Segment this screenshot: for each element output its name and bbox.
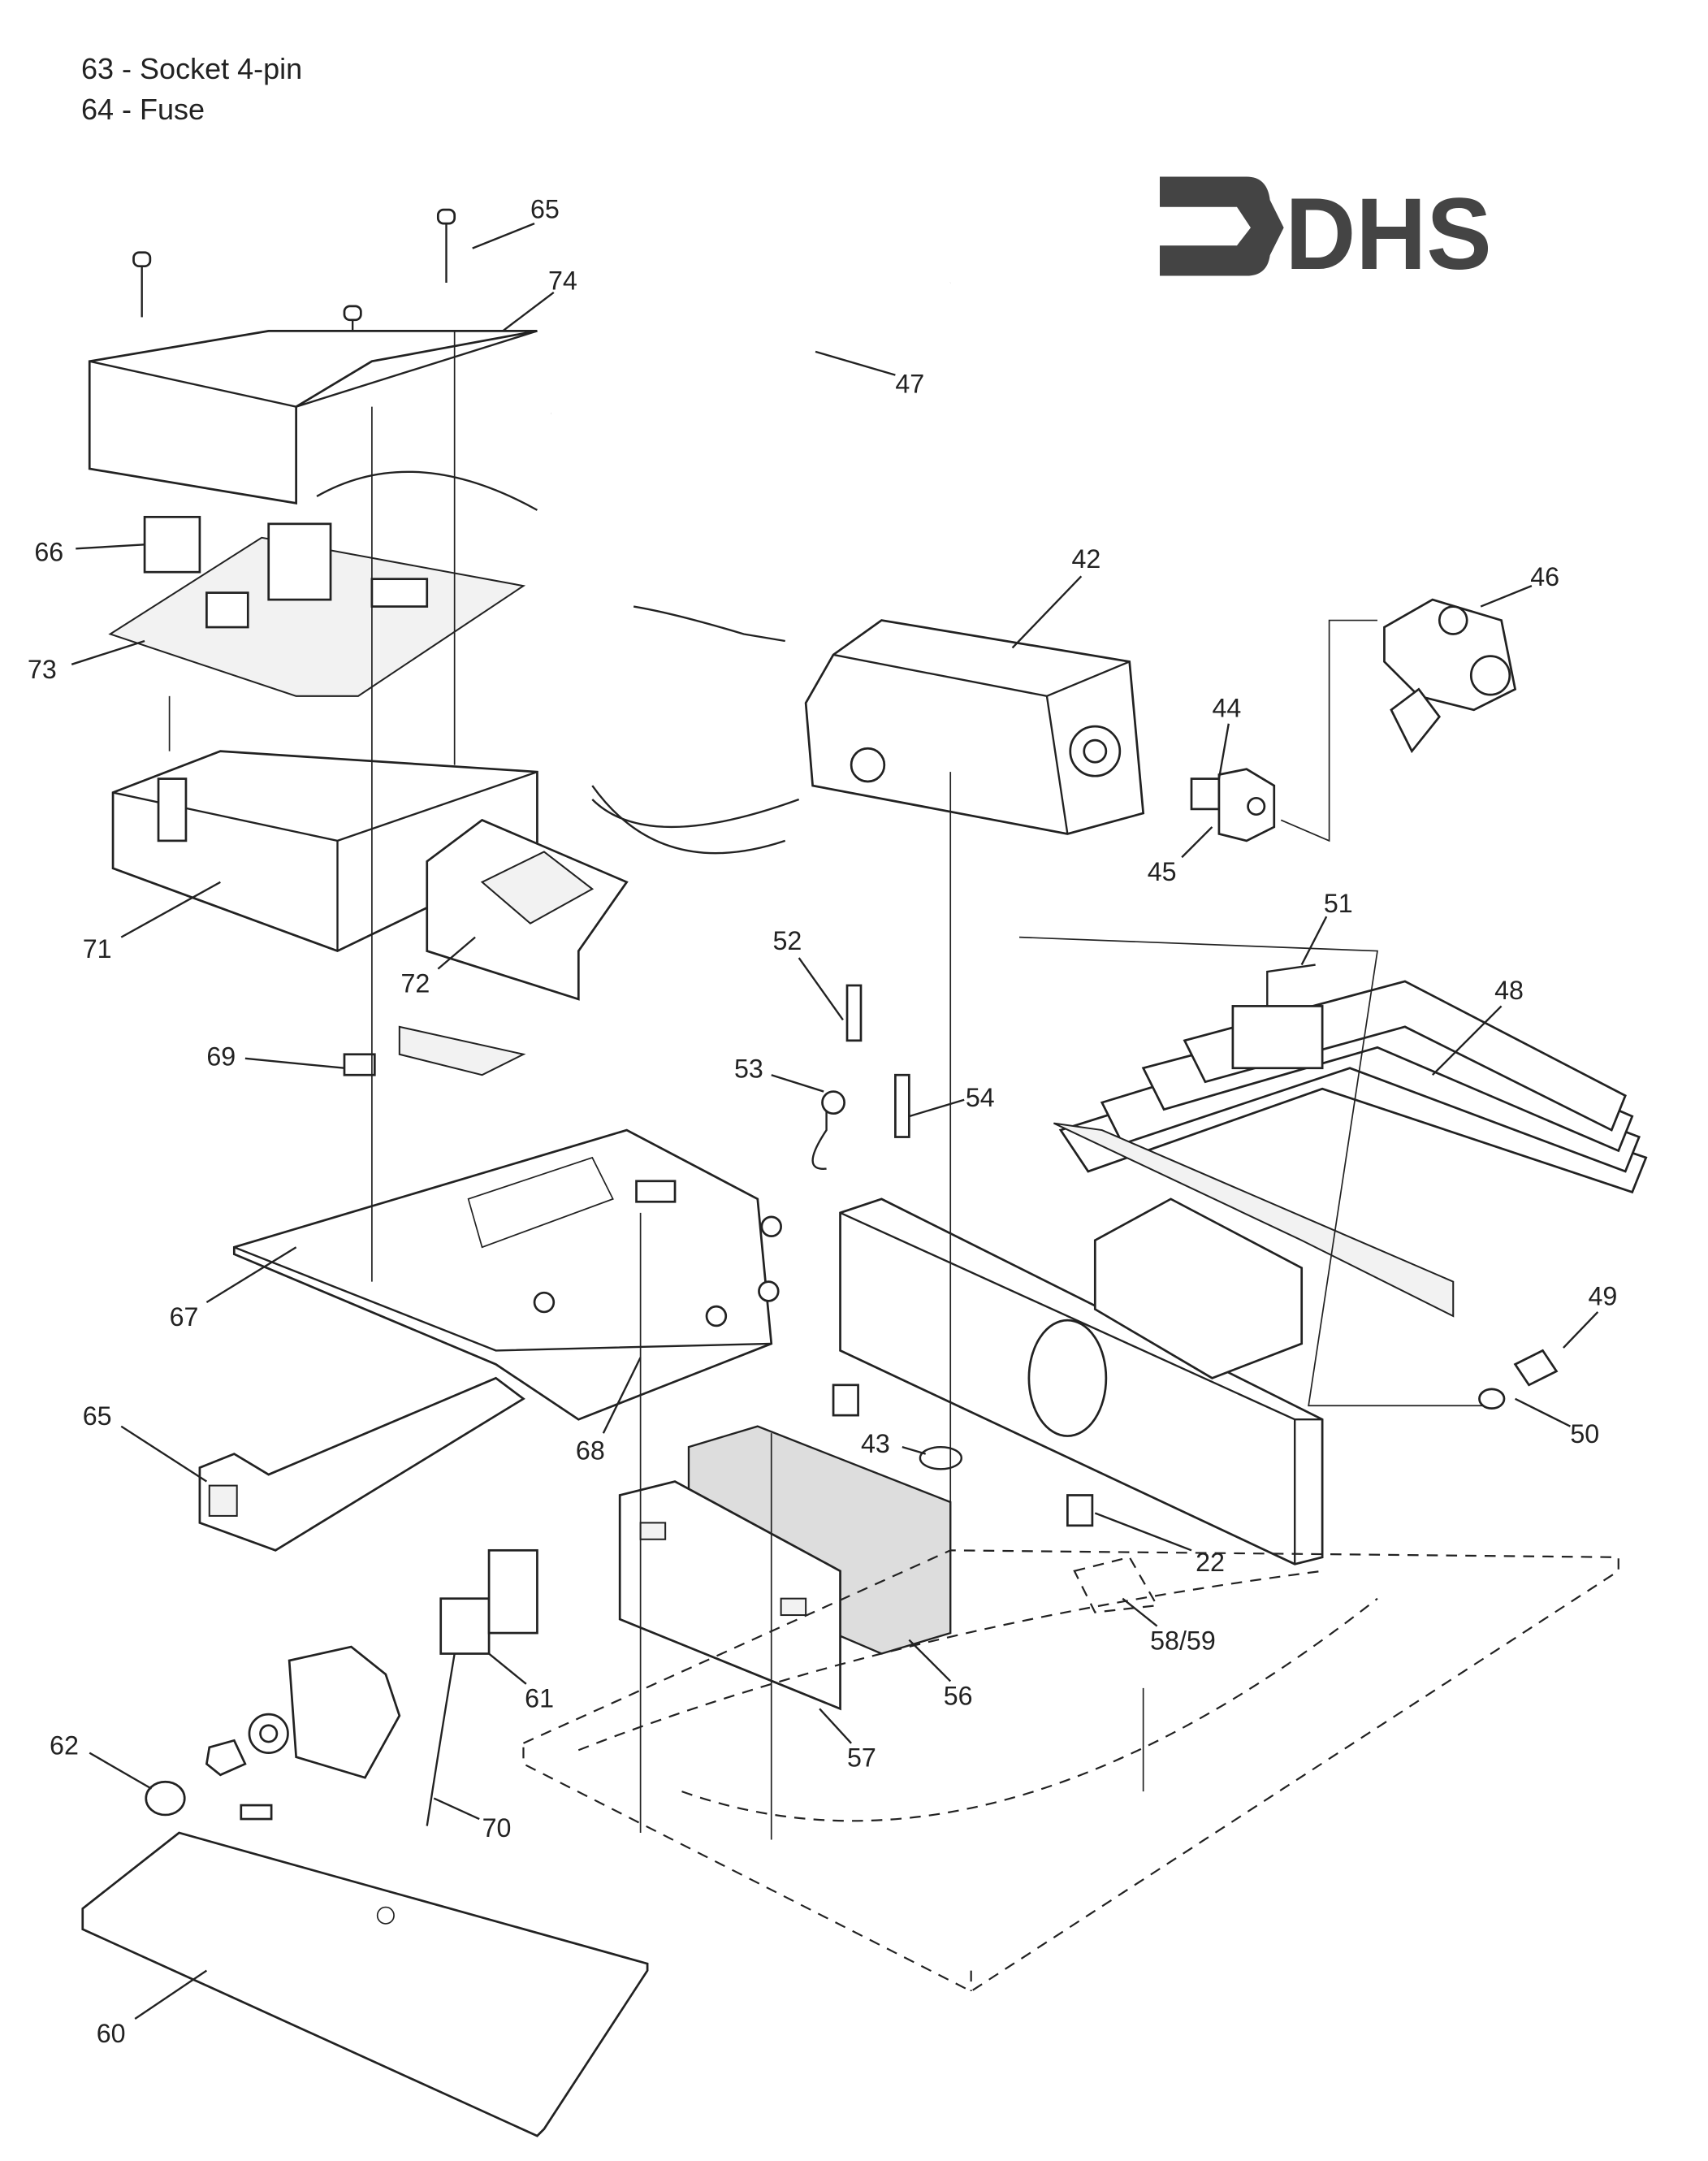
label-61: 61 — [525, 1684, 554, 1713]
combustion-panel — [839, 1197, 1324, 1566]
label-72: 72 — [401, 968, 430, 998]
electrodes — [811, 964, 1324, 1170]
clips — [343, 1053, 1094, 1527]
fitting-44-45 — [1190, 768, 1276, 842]
label-68: 68 — [576, 1436, 605, 1465]
label-54: 54 — [966, 1083, 995, 1112]
legend-item-64: 64 - Fuse — [81, 93, 205, 126]
label-52: 52 — [772, 926, 802, 955]
label-66: 66 — [34, 538, 63, 567]
label-51: 51 — [1324, 889, 1353, 918]
label-70: 70 — [482, 1813, 512, 1843]
tap-46 — [1383, 598, 1517, 754]
gas-valve-42 — [591, 605, 1145, 855]
dashed-base-outline — [522, 1549, 1619, 1993]
cable-47 — [316, 281, 951, 511]
label-22: 22 — [1196, 1548, 1225, 1577]
label-69: 69 — [206, 1042, 236, 1071]
cover-72 — [426, 818, 629, 1001]
label-58-59: 58/59 — [1150, 1626, 1216, 1655]
label-56: 56 — [944, 1681, 973, 1710]
cover-74 — [88, 330, 538, 505]
leader-lines — [71, 223, 1599, 2020]
heat-shield-56-57 — [618, 1425, 962, 1711]
base-plate-67 — [232, 1025, 773, 1421]
label-60: 60 — [97, 2019, 126, 2048]
pcb-73 — [108, 515, 526, 697]
label-48: 48 — [1494, 976, 1524, 1005]
svg-text:DHS: DHS — [1285, 176, 1491, 291]
part-labels: 65 74 47 66 42 46 73 44 45 71 72 51 52 4… — [28, 194, 1617, 2047]
washers-49-50 — [1478, 1349, 1559, 1410]
label-73: 73 — [28, 655, 57, 684]
label-62: 62 — [50, 1730, 79, 1760]
label-44: 44 — [1212, 693, 1241, 722]
parts-legend: 63 - Socket 4-pin 64 - Fuse — [81, 49, 302, 130]
label-42: 42 — [1071, 544, 1100, 574]
label-46: 46 — [1530, 562, 1559, 591]
legend-item-63: 63 - Socket 4-pin — [81, 52, 303, 85]
label-50: 50 — [1570, 1419, 1599, 1449]
label-53: 53 — [734, 1055, 763, 1084]
label-74: 74 — [548, 266, 577, 296]
label-49: 49 — [1588, 1281, 1617, 1310]
label-65: 65 — [530, 194, 560, 223]
label-45: 45 — [1148, 857, 1177, 886]
front-parts — [81, 1376, 649, 2137]
label-67: 67 — [170, 1302, 199, 1332]
label-57: 57 — [847, 1743, 876, 1773]
label-43: 43 — [861, 1429, 890, 1458]
assembly-lines — [168, 331, 1488, 1840]
dhs-logo: DHS — [1160, 176, 1492, 291]
label-65-front: 65 — [83, 1401, 112, 1431]
label-47: 47 — [895, 370, 924, 399]
label-71: 71 — [83, 934, 112, 964]
